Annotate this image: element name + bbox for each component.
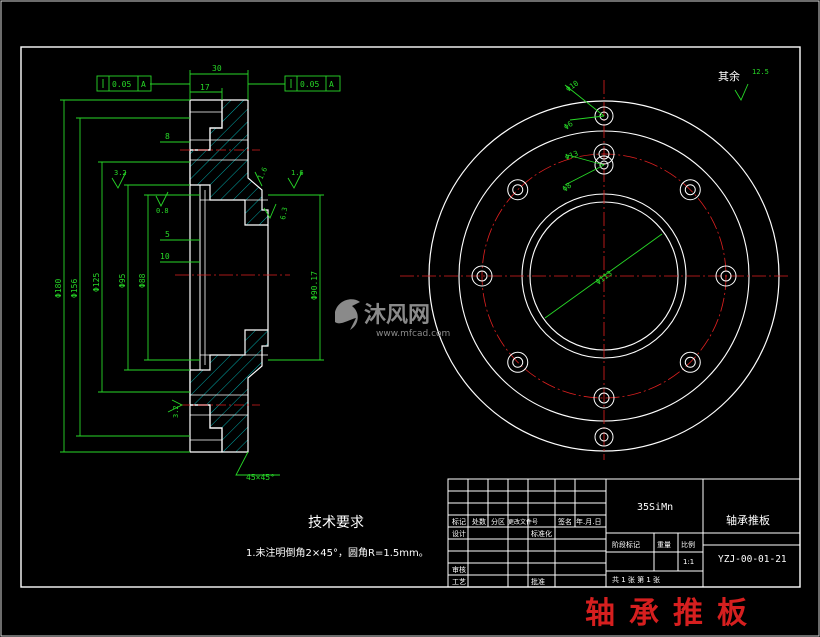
leader-d13 <box>567 154 605 166</box>
tb-row-design: 设计 <box>452 529 466 538</box>
dim-text-d10: Φ10 <box>564 78 581 93</box>
tb-header-doc: 更改文件号 <box>508 518 538 526</box>
pin-hole-outer <box>594 106 614 126</box>
plan-view: Φ10 Φ6 Φ13 Φ8 Φ113 其余 12.5 <box>400 68 790 460</box>
bolt-hole-inner <box>720 270 732 282</box>
hatch-region-lower <box>189 329 269 453</box>
watermark-url: www.mfcad.com <box>376 329 450 339</box>
roughness-symbol <box>287 171 303 189</box>
bolt-hole-outer <box>471 265 493 287</box>
tb-header-zone: 分区 <box>491 517 505 526</box>
bolt-hole-inner <box>684 356 696 368</box>
inner-frame <box>20 46 801 588</box>
dim-text-d6: Φ6 <box>562 119 575 132</box>
tb-row-process: 工艺 <box>452 578 466 586</box>
dim-text-156: Φ156 <box>70 279 79 298</box>
dim-text-180: Φ180 <box>54 279 63 298</box>
tb-drawing-no: YZJ-00-01-21 <box>718 554 787 565</box>
tb-part-name: 轴承推板 <box>726 513 770 527</box>
dim-text-d8: Φ8 <box>561 181 574 194</box>
bolt-hole-inner <box>684 184 696 196</box>
watermark-brand: 沐风网 <box>364 303 430 328</box>
watermark-logo-icon <box>335 299 360 330</box>
tol-left-value: 0.05 <box>112 80 131 89</box>
tb-row-std: 标准化 <box>531 529 552 538</box>
dim-text-17: 17 <box>200 83 210 92</box>
chamfer-leader <box>235 451 280 476</box>
roughness-symbol <box>254 171 263 187</box>
watermark: 沐风网 www.mfcad.com <box>335 299 450 339</box>
bolt-hole-inner <box>512 184 524 196</box>
bolt-hole-outer <box>715 265 737 287</box>
dim-text-90: Φ90.17 <box>310 271 319 300</box>
tol-frame-left <box>96 75 152 92</box>
bolt-hole-outer <box>593 387 615 409</box>
tb-scale: 1:1 <box>683 558 694 566</box>
roughness-text: 1.6 <box>291 169 304 177</box>
roughness-general <box>734 83 749 101</box>
pin-hole-inner <box>599 432 609 442</box>
tb-header-date: 年.月.日 <box>576 517 601 526</box>
bolt-hole-outer <box>593 143 615 165</box>
dim-text-d13: Φ13 <box>564 149 580 162</box>
roughness-symbol <box>111 171 127 189</box>
tol-right-datum: A <box>329 80 334 89</box>
dim-text-125: Φ125 <box>92 273 101 292</box>
title-block <box>447 478 801 588</box>
tb-sheets: 共 1 张 第 1 张 <box>612 575 660 584</box>
pin-hole-outer <box>594 155 614 175</box>
bolt-hole-outer <box>679 179 701 201</box>
roughness-text: 3.2 <box>172 405 180 418</box>
bolt-hole-inner <box>598 392 610 404</box>
roughness-symbol <box>167 399 184 413</box>
roughness-text: 1.6 <box>257 166 270 181</box>
dim-text-5: 5 <box>165 230 170 239</box>
tech-req-line1: 1.未注明倒角2×45°，圆角R=1.5mm。 <box>246 546 429 559</box>
bolt-hole-inner <box>476 270 488 282</box>
leader-d10 <box>564 84 605 117</box>
hatch-region-upper <box>189 99 269 226</box>
roughness-symbol <box>155 191 169 208</box>
pin-hole-outer <box>594 427 614 447</box>
tb-header-sign: 签名 <box>558 517 572 526</box>
tb-row-approve: 批准 <box>531 577 545 586</box>
bolt-hole-inner <box>598 148 610 160</box>
dim-text-95: Φ95 <box>118 273 127 288</box>
chamfer-text: 45×45° <box>246 473 275 482</box>
tb-header-mark: 标记 <box>452 517 466 526</box>
pin-hole-inner <box>599 111 609 121</box>
dim-text-88: Φ88 <box>138 273 147 288</box>
footer-title: 轴承推板 <box>585 596 761 631</box>
dim-text-10: 10 <box>160 252 170 261</box>
bolt-hole-outer <box>507 179 529 201</box>
tb-header-count: 处数 <box>472 517 486 526</box>
bolt-hole-inner <box>512 356 524 368</box>
bolt-holes <box>471 106 737 447</box>
bolt-hole-outer <box>679 351 701 373</box>
tb-weight: 重量 <box>657 541 671 549</box>
dim-text-30: 30 <box>212 64 222 73</box>
roughness-text: 6.3 <box>279 206 289 220</box>
pin-hole-inner <box>599 160 609 170</box>
dim-line-113 <box>544 233 663 319</box>
bolt-hole-outer <box>507 351 529 373</box>
roughness-text: 0.8 <box>156 207 169 215</box>
section-view: 0.05 A 0.05 A 30 17 8 5 10 Φ180 Φ156 Φ12… <box>54 64 341 482</box>
tol-left-datum: A <box>141 80 146 89</box>
tb-material: 35SiMn <box>637 502 673 513</box>
tech-req-title: 技术要求 <box>308 515 364 531</box>
tol-frame-right <box>284 75 341 92</box>
roughness-symbol <box>263 203 277 219</box>
roughness-note-value: 12.5 <box>752 68 769 76</box>
tb-scale-label: 比例 <box>681 540 695 549</box>
roughness-text: 3.2 <box>114 169 127 177</box>
tol-right-value: 0.05 <box>300 80 319 89</box>
tb-row-review: 审核 <box>452 565 466 574</box>
tb-stage: 阶段标记 <box>612 540 640 549</box>
roughness-note-label: 其余 <box>718 69 740 83</box>
dim-text-8: 8 <box>165 132 170 141</box>
